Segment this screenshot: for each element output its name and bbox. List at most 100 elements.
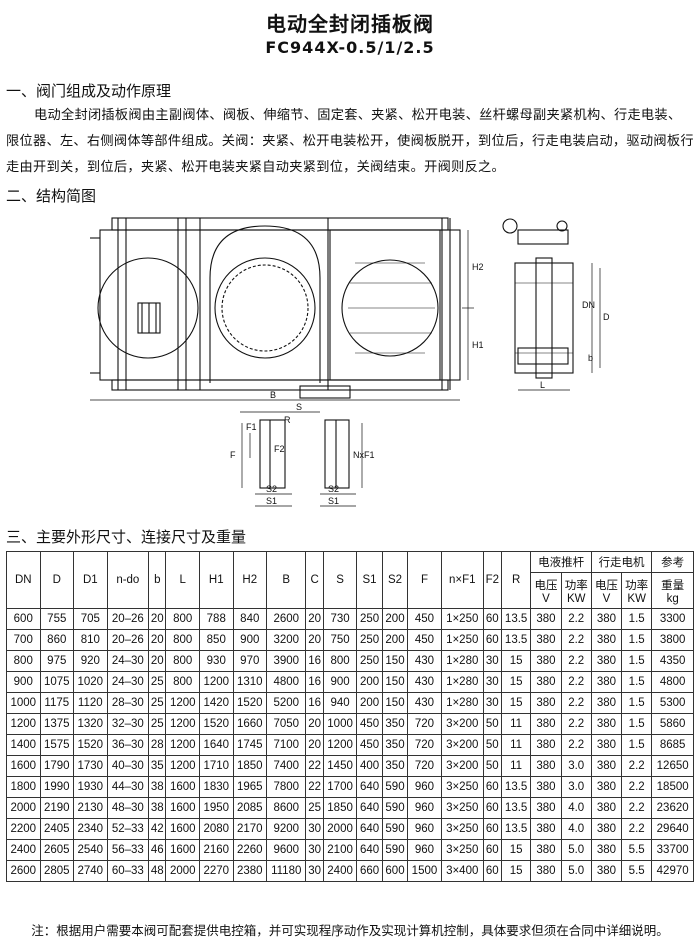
- table-cell: 13.5: [500, 776, 532, 798]
- table-cell: 42970: [651, 860, 694, 882]
- table-cell: 960: [407, 797, 442, 819]
- table-cell: 5.0: [560, 860, 592, 882]
- table-cell: 5300: [651, 692, 694, 714]
- table-cell: 150: [381, 671, 409, 693]
- table-cell: 5200: [266, 692, 307, 714]
- table-cell: 150: [381, 650, 409, 672]
- table-cell: 2130: [73, 797, 108, 819]
- dim-label-dn: DN: [582, 300, 595, 310]
- table-cell: 4800: [651, 671, 694, 693]
- table-cell: 430: [407, 650, 442, 672]
- table-cell: 380: [590, 776, 623, 798]
- unit: kg: [666, 592, 679, 605]
- table-cell: 600: [381, 860, 409, 882]
- table-cell: 20: [305, 629, 324, 651]
- table-cell: 380: [530, 629, 562, 651]
- table-cell: 56–33: [106, 839, 150, 861]
- table-cell: 800: [165, 629, 200, 651]
- col-bb: B: [266, 551, 307, 609]
- col-f: F: [407, 551, 442, 609]
- table-cell: 25: [148, 713, 167, 735]
- side-view-body: [514, 262, 574, 374]
- table-cell: 15: [500, 671, 532, 693]
- table-cell: 48: [148, 860, 167, 882]
- table-cell: 840: [232, 608, 268, 630]
- table-cell: 3.0: [560, 776, 592, 798]
- table-cell: 13.5: [500, 818, 532, 840]
- col-h1: H1: [199, 551, 234, 609]
- table-cell: 1800: [6, 776, 41, 798]
- table-cell: 1600: [165, 797, 200, 819]
- table-cell: 1965: [232, 776, 268, 798]
- table-cell: 30: [305, 839, 324, 861]
- table-cell: 1.5: [621, 692, 653, 714]
- table-cell: 400: [356, 755, 383, 777]
- col-s: S: [322, 551, 358, 609]
- label: 功率: [564, 579, 588, 592]
- table-cell: 9600: [266, 839, 307, 861]
- table-cell: 380: [530, 692, 562, 714]
- table-cell: 755: [39, 608, 75, 630]
- table-cell: 50: [482, 713, 502, 735]
- table-cell: 640: [356, 776, 383, 798]
- table-cell: 640: [356, 839, 383, 861]
- table-cell: 750: [322, 629, 358, 651]
- dim-label-s: S: [296, 402, 302, 412]
- table-cell: 42: [148, 818, 167, 840]
- group-pump: 电液推杆: [530, 551, 592, 573]
- table-cell: 1450: [322, 755, 358, 777]
- table-cell: 15: [500, 839, 532, 861]
- table-cell: 640: [356, 797, 383, 819]
- table-cell: 380: [590, 692, 623, 714]
- table-cell: 3×200: [440, 713, 484, 735]
- table-cell: 380: [590, 755, 623, 777]
- table-cell: 28–30: [106, 692, 150, 714]
- table-cell: 380: [590, 839, 623, 861]
- table-cell: 2190: [39, 797, 75, 819]
- table-cell: 730: [322, 608, 358, 630]
- table-cell: 5.0: [560, 839, 592, 861]
- table-cell: 1745: [232, 734, 268, 756]
- table-cell: 4.0: [560, 818, 592, 840]
- table-cell: 788: [199, 608, 234, 630]
- table-cell: 590: [381, 839, 409, 861]
- col-b: b: [148, 551, 167, 609]
- table-cell: 1×280: [440, 671, 484, 693]
- table-cell: 5860: [651, 713, 694, 735]
- table-cell: 2380: [232, 860, 268, 882]
- dim-label-f1: F1: [246, 422, 257, 432]
- table-cell: 20: [305, 608, 324, 630]
- table-cell: 930: [199, 650, 234, 672]
- table-cell: 11180: [266, 860, 307, 882]
- table-cell: 380: [530, 608, 562, 630]
- table-cell: 2.2: [560, 671, 592, 693]
- table-cell: 800: [6, 650, 41, 672]
- table-cell: 28: [148, 734, 167, 756]
- table-cell: 1200: [6, 713, 41, 735]
- table-cell: 2.2: [560, 734, 592, 756]
- table-cell: 20–26: [106, 629, 150, 651]
- table-cell: 2100: [322, 839, 358, 861]
- table-cell: 40–30: [106, 755, 150, 777]
- table-cell: 24–30: [106, 650, 150, 672]
- table-cell: 380: [530, 776, 562, 798]
- table-cell: 1310: [232, 671, 268, 693]
- table-cell: 720: [407, 755, 442, 777]
- table-cell: 2.2: [621, 818, 653, 840]
- table-cell: 60: [482, 839, 502, 861]
- col-d: D: [39, 551, 75, 609]
- dim-label-d: D: [603, 312, 610, 322]
- table-cell: 960: [407, 818, 442, 840]
- table-cell: 7100: [266, 734, 307, 756]
- table-cell: 430: [407, 671, 442, 693]
- table-cell: 30: [305, 860, 324, 882]
